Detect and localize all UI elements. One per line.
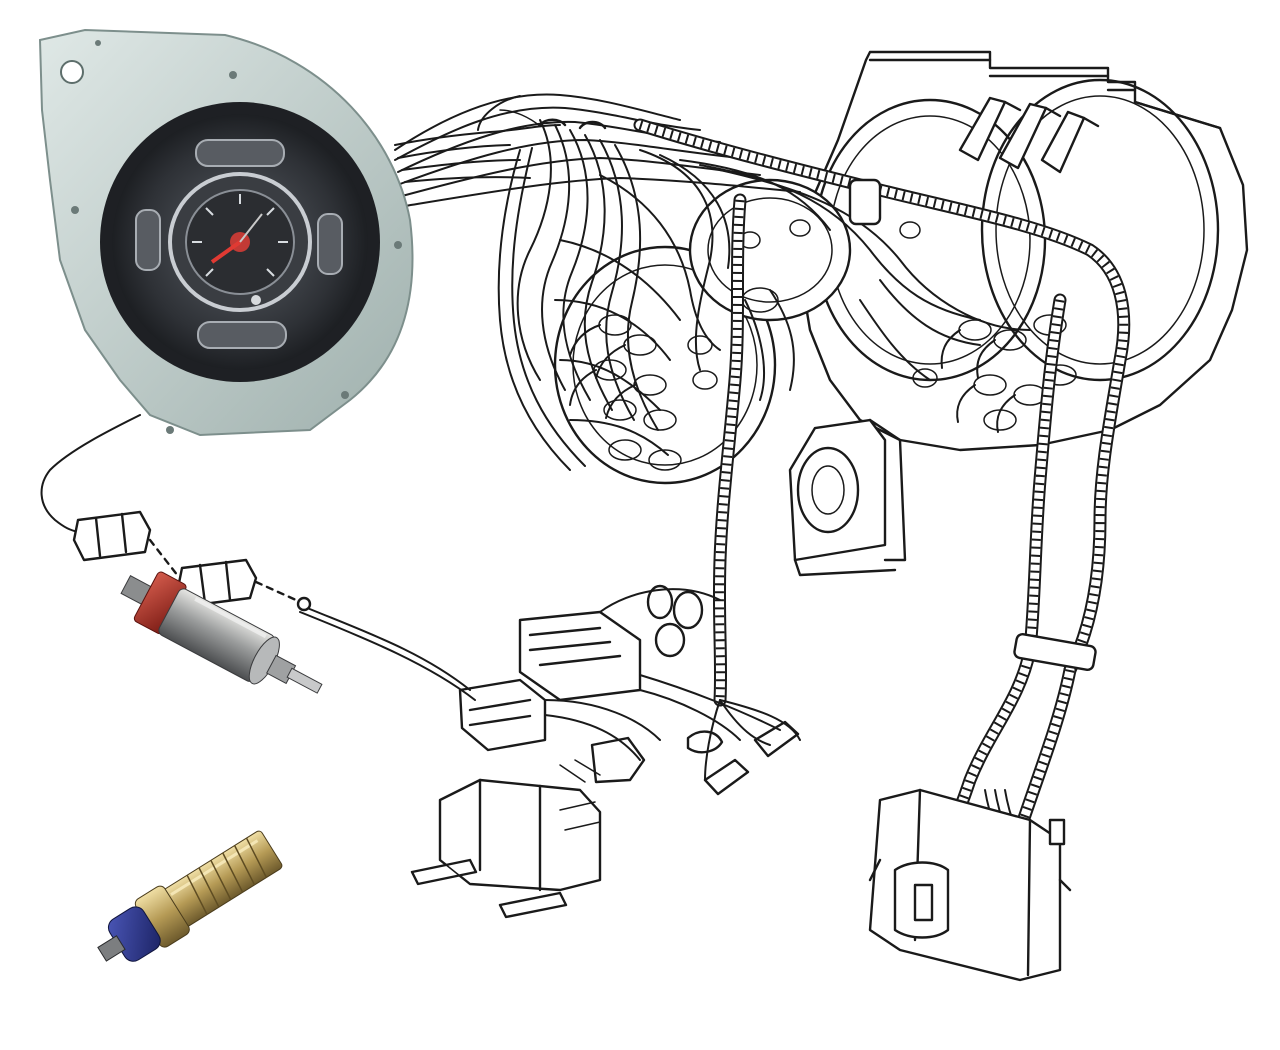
main-wiring-loom xyxy=(633,118,1131,861)
center-mount-bracket xyxy=(788,418,907,577)
instrument-gauge-photo xyxy=(38,28,414,437)
gauge-connector-cluster xyxy=(299,584,801,796)
loom-clips xyxy=(499,109,607,130)
gauge-bottom-window xyxy=(197,321,287,349)
gauge-top-window xyxy=(195,139,285,167)
gauge-left-window xyxy=(135,209,161,271)
sender-lead-wire xyxy=(40,414,312,612)
gauge-right-window xyxy=(317,213,343,275)
bulb-sockets xyxy=(569,219,1077,471)
terminal-block-connector xyxy=(410,759,602,919)
cluster-main-connector xyxy=(868,788,1072,982)
instrument-cluster-housing xyxy=(798,50,1249,452)
oil-pressure-sender-photo xyxy=(120,571,323,694)
temperature-sender-photo xyxy=(97,830,283,962)
gauge-lead-wires xyxy=(394,95,561,183)
